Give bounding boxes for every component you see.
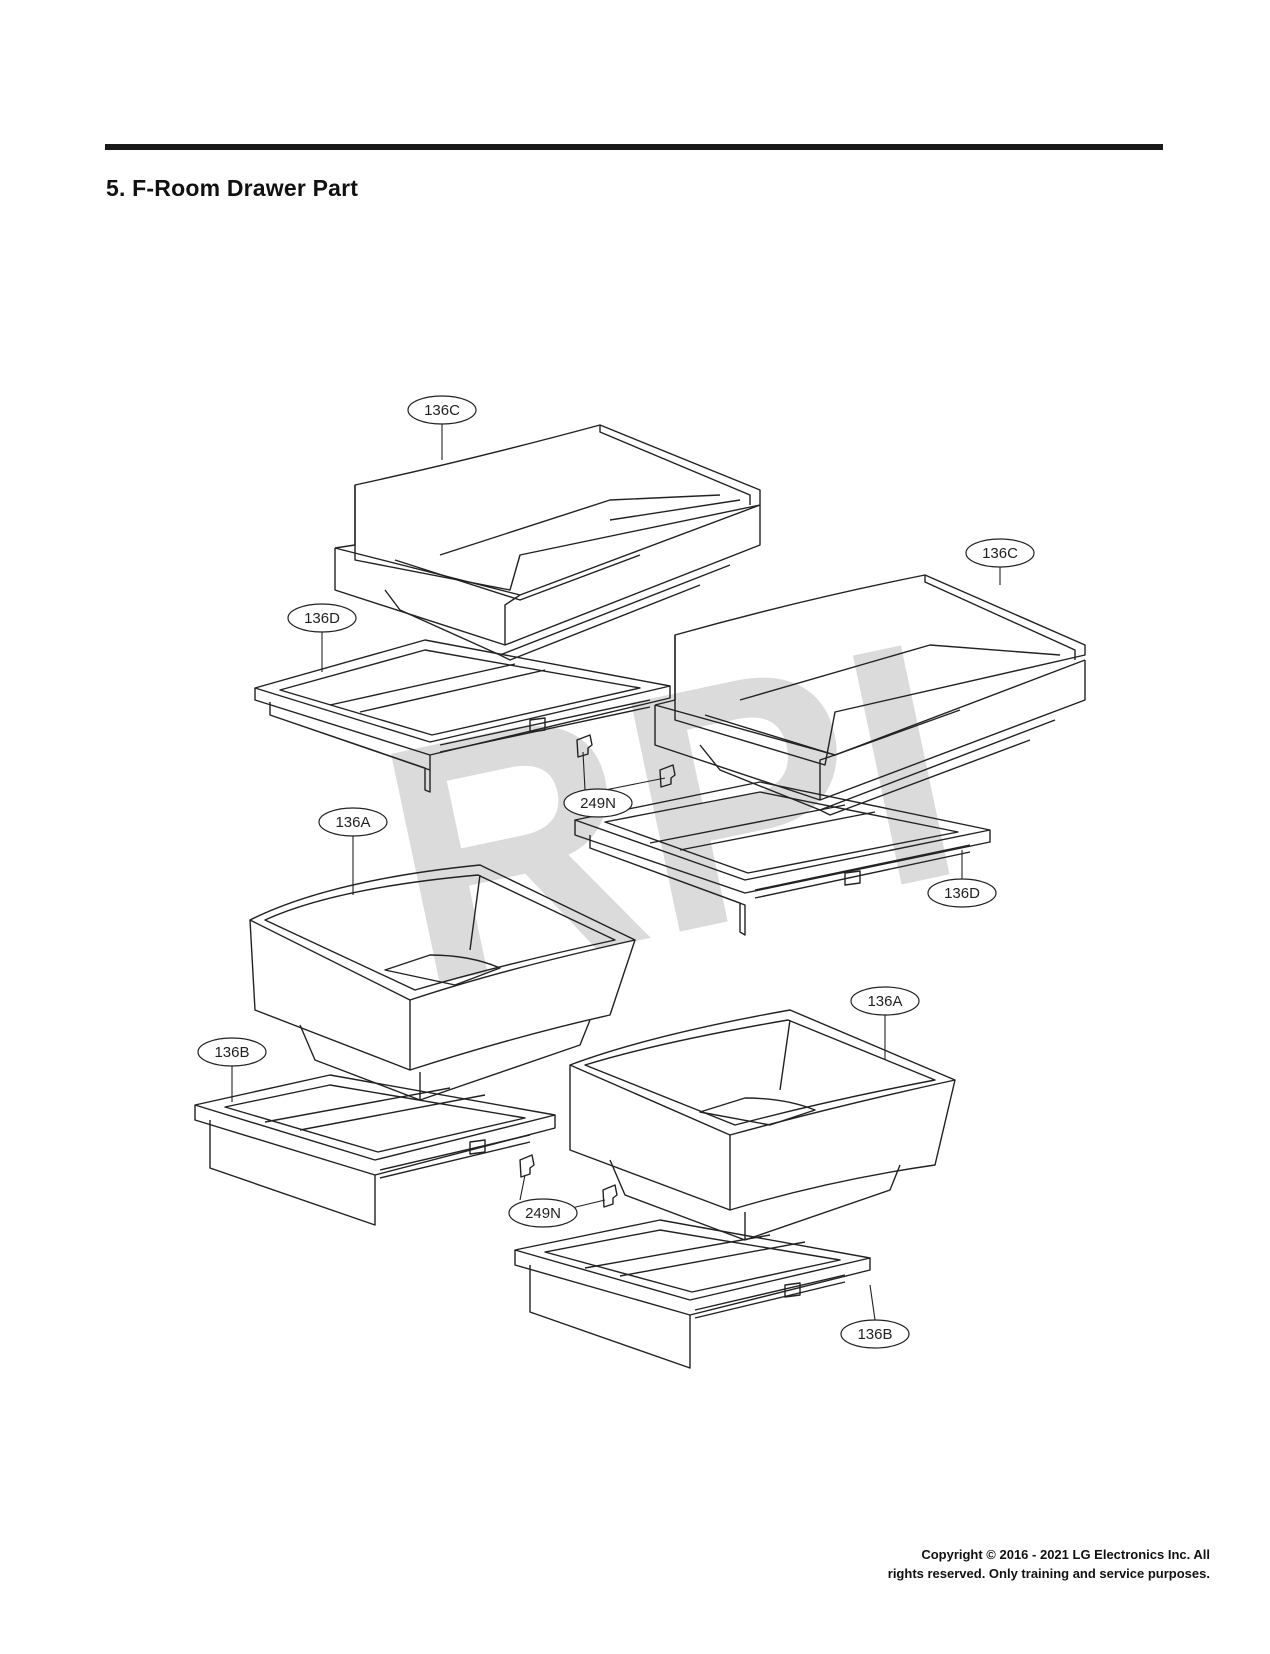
callout-136c-right: 136C — [982, 545, 1018, 562]
drawer-tray-136b-right — [514, 1219, 871, 1369]
callout-136a-left: 136A — [335, 814, 370, 831]
clip-249n-upper — [576, 734, 676, 788]
callout-136b-right: 136B — [857, 1326, 892, 1343]
crisper-drawer-136a-right — [569, 1009, 956, 1241]
callout-136d-left: 136D — [304, 610, 340, 627]
callout-249n-upper: 249N — [580, 795, 616, 812]
section-divider — [105, 144, 1163, 150]
callout-136b-left: 136B — [214, 1044, 249, 1061]
crisper-drawer-136c-left — [334, 424, 761, 661]
leader-lines — [231, 424, 1001, 1321]
drawer-tray-136d-left — [254, 639, 671, 793]
copyright-line-1: Copyright © 2016 - 2021 LG Electronics I… — [921, 1547, 1210, 1562]
callout-136d-right: 136D — [944, 885, 980, 902]
callout-136c-top: 136C — [424, 402, 460, 419]
drawer-tray-136d-right — [574, 781, 991, 936]
callout-136a-right: 136A — [867, 993, 902, 1010]
copyright-footer: Copyright © 2016 - 2021 LG Electronics I… — [888, 1545, 1210, 1583]
watermark-text: RPI — [354, 569, 987, 1059]
section-title: 5. F-Room Drawer Part — [106, 175, 359, 201]
drawer-tray-136b-left — [194, 1074, 556, 1226]
callout-249n-lower: 249N — [525, 1205, 561, 1222]
crisper-drawer-136a-left — [249, 864, 636, 1101]
clip-249n-lower — [519, 1154, 618, 1208]
callout-ellipses — [197, 395, 1035, 1349]
crisper-drawer-136c-right — [654, 574, 1086, 816]
copyright-line-2: rights reserved. Only training and servi… — [887, 1566, 1210, 1581]
